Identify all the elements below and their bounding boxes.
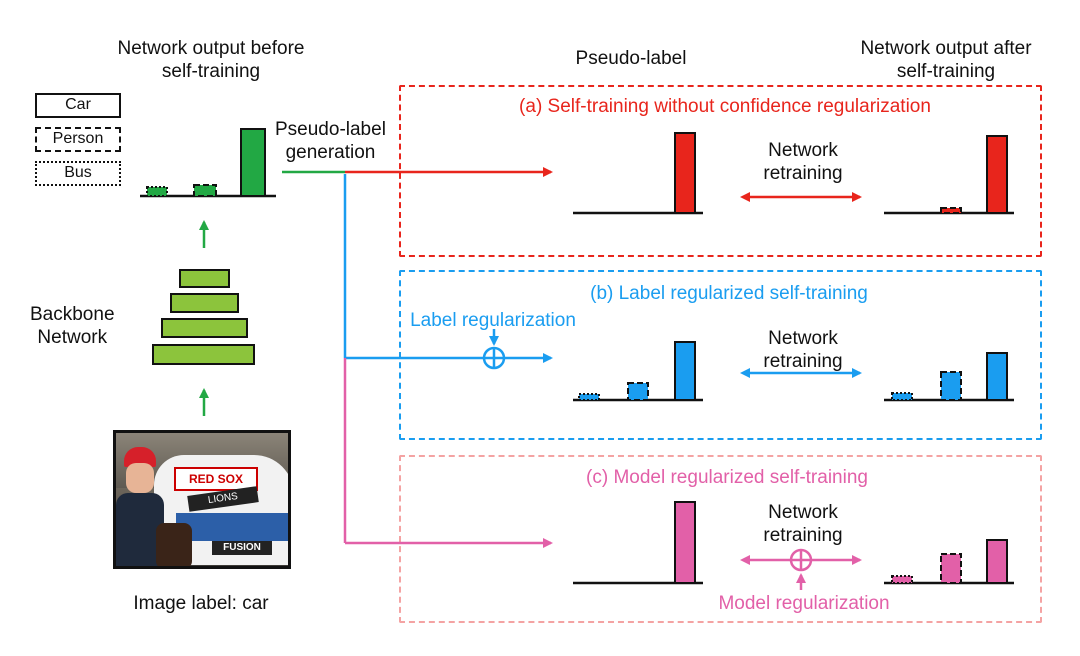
panel-c (399, 455, 1042, 623)
photo-brand: FUSION (212, 541, 272, 555)
panel-c-after-histogram (884, 539, 1014, 585)
label-regularization: Label regularization (410, 310, 576, 331)
initial-bar-person (193, 184, 217, 197)
model-regularization: Model regularization (718, 593, 890, 614)
panel-b-after-histogram (884, 352, 1014, 402)
panel-b (399, 270, 1042, 440)
panel-a-title: (a) Self-training without confidence reg… (519, 96, 931, 117)
car-photo: RED SOX LIONS FUSION (113, 430, 291, 569)
image-label: Image label: car (133, 593, 269, 614)
legend-bus: Bus (35, 161, 121, 186)
panel-c-pseudo-histogram (573, 501, 703, 585)
initial-bar-bus (146, 186, 168, 197)
circled-plus-icon (789, 548, 813, 572)
initial-bar-car (240, 128, 266, 197)
panel-c-title: (c) Model regularized self-training (586, 467, 868, 488)
initial-histogram (140, 128, 276, 198)
legend-car: Car (35, 93, 121, 118)
panel-a-pseudo-histogram (573, 132, 703, 215)
panel-a-after-histogram (884, 135, 1014, 215)
pseudo-label-title: Pseudo-label (575, 48, 687, 69)
legend-person: Person (35, 127, 121, 152)
backbone-network-icon (152, 269, 255, 365)
panel-b-title: (b) Label regularized self-training (590, 283, 868, 304)
circled-plus-icon (482, 346, 506, 370)
panel-b-pseudo-histogram (573, 341, 703, 402)
